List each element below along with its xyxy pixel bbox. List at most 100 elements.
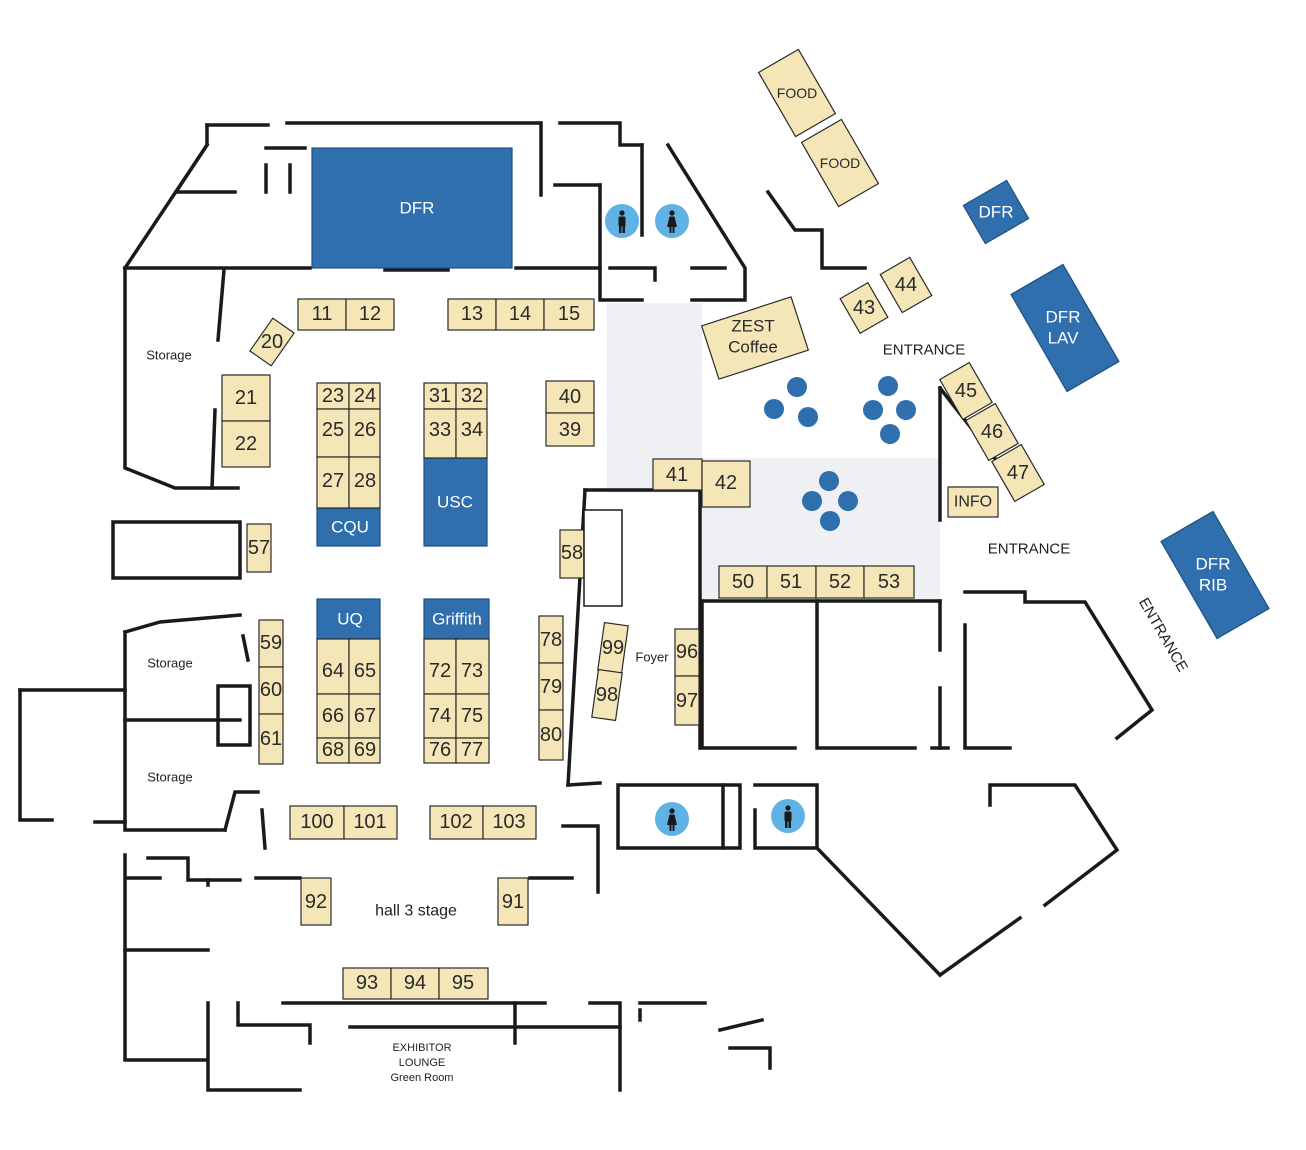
booth-67-label: 67 [354, 705, 376, 727]
booth-94-label: 94 [404, 972, 426, 994]
usc-area[interactable] [423, 457, 488, 547]
booth-33[interactable] [423, 408, 457, 459]
booth-77[interactable] [455, 737, 490, 764]
booth-95-label: 95 [452, 972, 474, 994]
booth-99[interactable]: 99 [597, 621, 629, 675]
booth-41-label: 41 [666, 464, 688, 486]
food-booth-1[interactable]: FOOD [757, 48, 837, 138]
booth-42-label: 42 [715, 472, 737, 494]
booth-42[interactable] [701, 460, 751, 508]
booth-40[interactable] [545, 380, 595, 414]
dfr-lav-area[interactable]: DFR LAV [1010, 263, 1120, 393]
booth-60[interactable] [258, 666, 284, 715]
table-circle [764, 399, 784, 419]
info-booth[interactable] [947, 486, 999, 518]
booth-66[interactable] [316, 693, 350, 739]
booth-73[interactable] [455, 638, 490, 695]
zest-coffee-booth[interactable]: ZEST Coffee [700, 296, 810, 380]
booth-40-label: 40 [559, 386, 581, 408]
griffith-label: Griffith [432, 610, 482, 629]
booth-57[interactable] [246, 523, 272, 573]
booth-91-label: 91 [502, 891, 524, 913]
booth-74-label: 74 [429, 705, 451, 727]
booth-12[interactable] [345, 298, 395, 331]
table-circle [798, 407, 818, 427]
griffith-area[interactable] [423, 598, 490, 640]
cqu-area[interactable] [316, 507, 381, 547]
booth-32[interactable] [455, 382, 488, 410]
booth-101[interactable] [343, 805, 398, 840]
booth-77-label: 77 [461, 739, 483, 761]
booth-91[interactable] [497, 877, 529, 926]
booth-51-label: 51 [780, 571, 802, 593]
booth-72[interactable] [423, 638, 457, 695]
usc-label: USC [437, 493, 473, 512]
booth-15-label: 15 [558, 303, 580, 325]
storage-label-3: Storage [147, 770, 193, 785]
table-circle [878, 376, 898, 396]
lounge-label-1: EXHIBITOR [392, 1042, 451, 1054]
food-booth-2[interactable]: FOOD [800, 118, 880, 208]
booth-65[interactable] [348, 638, 381, 695]
booth-58[interactable] [559, 529, 585, 579]
booth-25-label: 25 [322, 419, 344, 441]
booth-69-label: 69 [354, 739, 376, 761]
booth-96-label: 96 [676, 641, 698, 663]
booth-50[interactable] [718, 565, 768, 599]
booth-75-label: 75 [461, 705, 483, 727]
booth-45[interactable]: 45 [938, 361, 994, 421]
male-restroom-icon [605, 204, 639, 238]
booth-103[interactable] [482, 805, 537, 840]
booth-79[interactable] [538, 662, 564, 711]
booth-39[interactable] [545, 412, 595, 447]
booth-100[interactable] [289, 805, 345, 840]
booth-95[interactable] [438, 967, 489, 1000]
booth-80[interactable] [538, 709, 564, 761]
dfr-small-area[interactable]: DFR [962, 179, 1030, 245]
booth-21-label: 21 [235, 387, 257, 409]
booth-93[interactable] [342, 967, 392, 1000]
dfr-rib-area[interactable]: DFR RIB [1160, 510, 1270, 640]
booth-43[interactable]: 43 [839, 281, 889, 335]
booth-92[interactable] [300, 877, 332, 926]
booth-98-label: 98 [596, 684, 618, 706]
booth-75[interactable] [455, 693, 490, 739]
booth-46-label: 46 [981, 421, 1003, 443]
dfr-main-area[interactable] [311, 147, 513, 269]
booth-53-label: 53 [878, 571, 900, 593]
booth-31[interactable] [423, 382, 457, 410]
dfr-main-label: DFR [400, 199, 435, 218]
booth-11[interactable] [297, 298, 347, 331]
booth-78-label: 78 [540, 629, 562, 651]
uq-label: UQ [337, 610, 363, 629]
booth-28[interactable] [348, 456, 381, 509]
booth-97[interactable] [674, 675, 700, 726]
foyer-display-counter [583, 509, 623, 607]
booth-20[interactable]: 20 [248, 317, 296, 367]
booth-46[interactable]: 46 [964, 402, 1020, 462]
uq-area[interactable] [316, 598, 381, 640]
booth-47[interactable]: 47 [990, 443, 1046, 503]
booth-102[interactable] [429, 805, 484, 840]
booth-69[interactable] [348, 737, 381, 764]
booth-27[interactable] [316, 456, 350, 509]
booth-61[interactable] [258, 713, 284, 765]
booth-20-label: 20 [261, 331, 283, 353]
booth-41[interactable] [652, 458, 703, 491]
booth-44[interactable]: 44 [879, 256, 933, 314]
booth-15[interactable] [543, 298, 595, 331]
booth-52[interactable] [815, 565, 865, 599]
booth-67[interactable] [348, 693, 381, 739]
booth-53[interactable] [863, 565, 915, 599]
booth-98[interactable]: 98 [591, 668, 623, 722]
table-circle [880, 424, 900, 444]
booth-13[interactable] [447, 298, 497, 331]
booth-34[interactable] [455, 408, 488, 459]
exhibitor-booths: 11 12 13 14 15 21 22 23 24 25 26 27 28 3… [221, 298, 915, 1000]
booth-76[interactable] [423, 737, 457, 764]
booth-22[interactable] [221, 420, 271, 468]
booth-79-label: 79 [540, 676, 562, 698]
booth-68[interactable] [316, 737, 350, 764]
booth-31-label: 31 [429, 385, 451, 407]
lounge-label-3: Green Room [391, 1072, 454, 1084]
